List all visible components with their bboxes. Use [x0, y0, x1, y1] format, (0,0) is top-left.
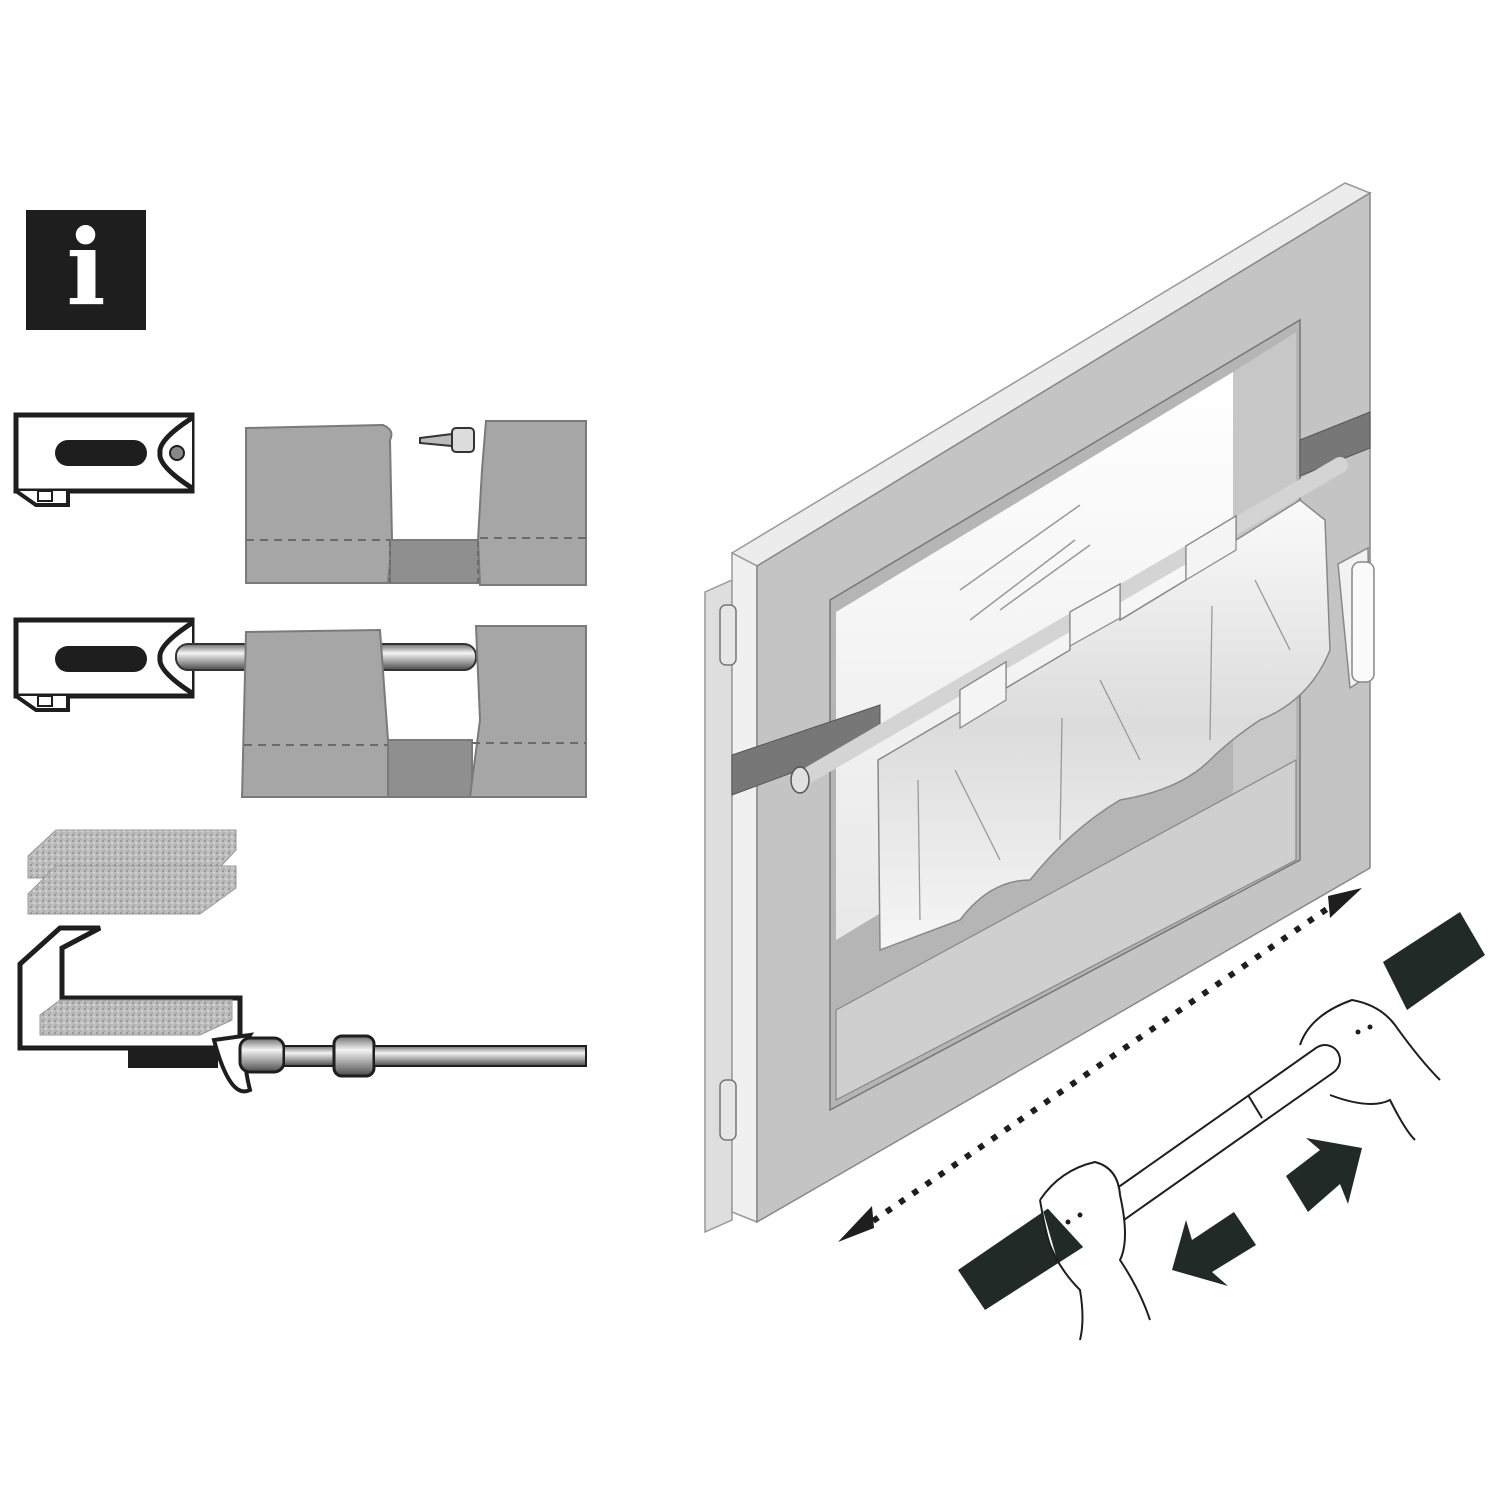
- step-3-bracket-with-rod: [17, 925, 587, 1094]
- curtain-on-rod: [731, 411, 1371, 952]
- twist-right-arrow: [1286, 1138, 1362, 1212]
- twist-left-arrow: [1172, 1212, 1256, 1286]
- step-3-adhesive-pads: [27, 829, 237, 915]
- tension-rod-hands: [958, 912, 1485, 1341]
- info-glyph: i: [66, 206, 106, 329]
- step-1-bracket: [13, 412, 195, 507]
- step-2-rod-and-curtain: [175, 625, 587, 798]
- step-2-bracket: [13, 617, 195, 712]
- extend-arrow-dotted: [838, 888, 1362, 1242]
- step-1-curtain: [245, 420, 587, 586]
- info-icon: i: [26, 210, 146, 330]
